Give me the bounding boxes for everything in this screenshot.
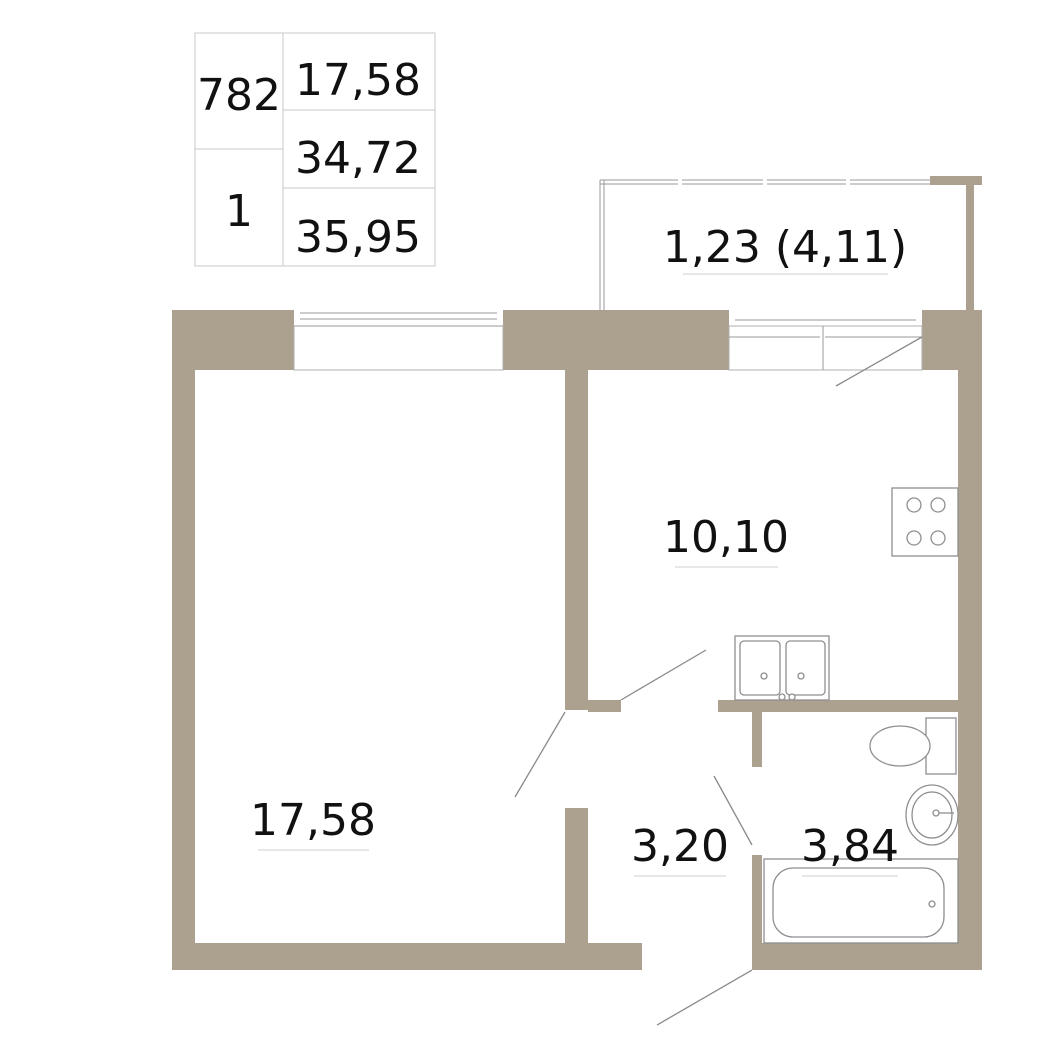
living-room-area-label: 17,58: [250, 795, 376, 846]
bathroom-area-label: 3,84: [801, 821, 899, 872]
stove-icon: [891, 487, 959, 557]
door-swings: [514, 336, 923, 1026]
washbasin-icon: [905, 784, 959, 846]
window-living: [293, 312, 504, 371]
window-kitchen: [728, 319, 923, 371]
room-labels: 10,10 17,58 3,20 3,84: [250, 512, 899, 877]
bathtub-icon: [763, 858, 959, 944]
sink-icon: [734, 635, 830, 701]
walls: [172, 310, 982, 970]
balcony-area-label: 1,23 (4,11): [663, 222, 907, 273]
net-area-value: 34,72: [295, 133, 421, 184]
apartment-number: 782: [197, 70, 281, 121]
hallway-area-label: 3,20: [631, 821, 729, 872]
total-area-value: 35,95: [295, 212, 421, 263]
kitchen-area-label: 10,10: [663, 512, 789, 563]
rooms-count: 1: [225, 186, 253, 237]
toilet-icon: [869, 717, 957, 775]
balcony: 1,23 (4,11): [599, 176, 982, 316]
info-table: 782 1 17,58 34,72 35,95: [194, 32, 436, 267]
living-area-value: 17,58: [295, 55, 421, 106]
